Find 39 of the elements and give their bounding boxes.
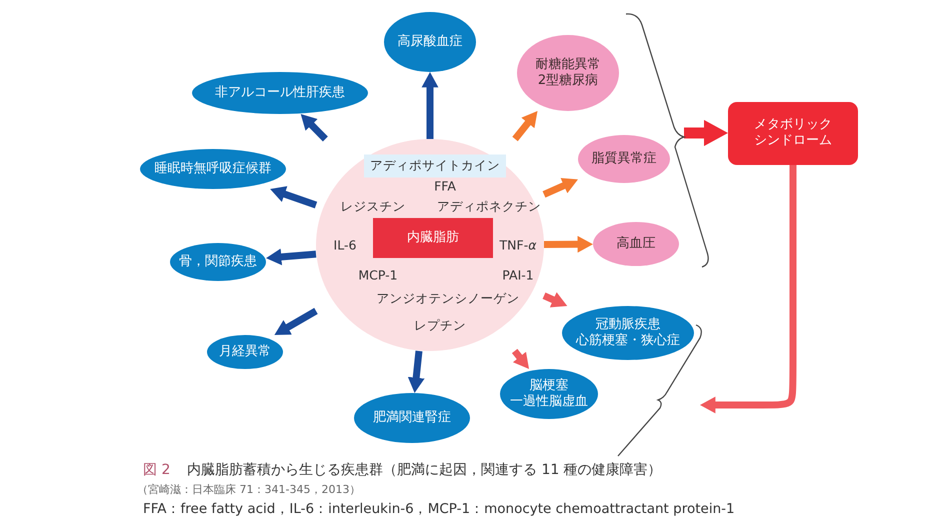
block-arrow — [512, 348, 532, 372]
disease-ellipse: 睡眠時無呼吸症候群 — [140, 149, 286, 189]
disease-ellipse: 耐糖能異常2型糖尿病 — [517, 35, 619, 111]
figure-title: 内臓脂肪蓄積から生じる疾患群（肥満に起因，関連する 11 種の健康障害） — [187, 461, 662, 479]
block-arrow — [266, 248, 316, 266]
block-arrow — [268, 186, 318, 208]
factor-label: FFA — [434, 178, 456, 194]
factor-label: レプチン — [414, 318, 466, 334]
disease-ellipse: 骨，関節疾患 — [170, 243, 266, 281]
disease-ellipse: 高血圧 — [593, 222, 679, 266]
block-arrow — [542, 176, 580, 198]
disease-ellipse: 肥満関連腎症 — [354, 393, 470, 443]
abbreviation-note: FFA：free fatty acid，IL-6：interleukin-6，MCP-1：monocyte chemoattractant protein-1 — [143, 500, 735, 518]
factor-label: アンジオテンシノーゲン — [376, 290, 520, 308]
factor-label: アディポネクチン — [437, 198, 541, 216]
adipocytokine-label: アディポサイトカイン — [364, 154, 506, 178]
block-arrow — [700, 164, 796, 414]
factor-label: レジスチン — [340, 198, 406, 216]
block-arrow — [544, 236, 594, 253]
disease-ellipse: 脂質異常症 — [578, 135, 670, 183]
block-arrow — [422, 72, 438, 139]
disease-ellipse: 非アルコール性肝疾患 — [192, 72, 368, 114]
block-arrow — [684, 120, 728, 146]
block-arrow — [298, 112, 328, 142]
disease-ellipse: 高尿酸血症 — [384, 12, 476, 72]
factor-label: TNF-α — [500, 238, 536, 252]
block-arrow — [512, 108, 540, 142]
disease-ellipse: 冠動脈疾患心筋梗塞・狭心症 — [562, 306, 694, 360]
factor-label: IL-6 — [334, 238, 356, 252]
disease-ellipse: 脳梗塞一過性脳虚血 — [500, 369, 598, 419]
block-arrow — [408, 350, 425, 394]
citation: （宮崎滋：日本臨床 71：341-345，2013） — [137, 482, 360, 497]
block-arrow — [542, 292, 569, 310]
disease-ellipse: 月経異常 — [207, 335, 283, 369]
factor-label: MCP-1 — [358, 268, 398, 282]
factor-label: PAI-1 — [502, 268, 534, 282]
visceral-fat-box: 内臓脂肪 — [373, 218, 493, 258]
syndrome-box: メタボリックシンドローム — [728, 102, 858, 164]
figure-number: 図 2 — [143, 461, 170, 479]
